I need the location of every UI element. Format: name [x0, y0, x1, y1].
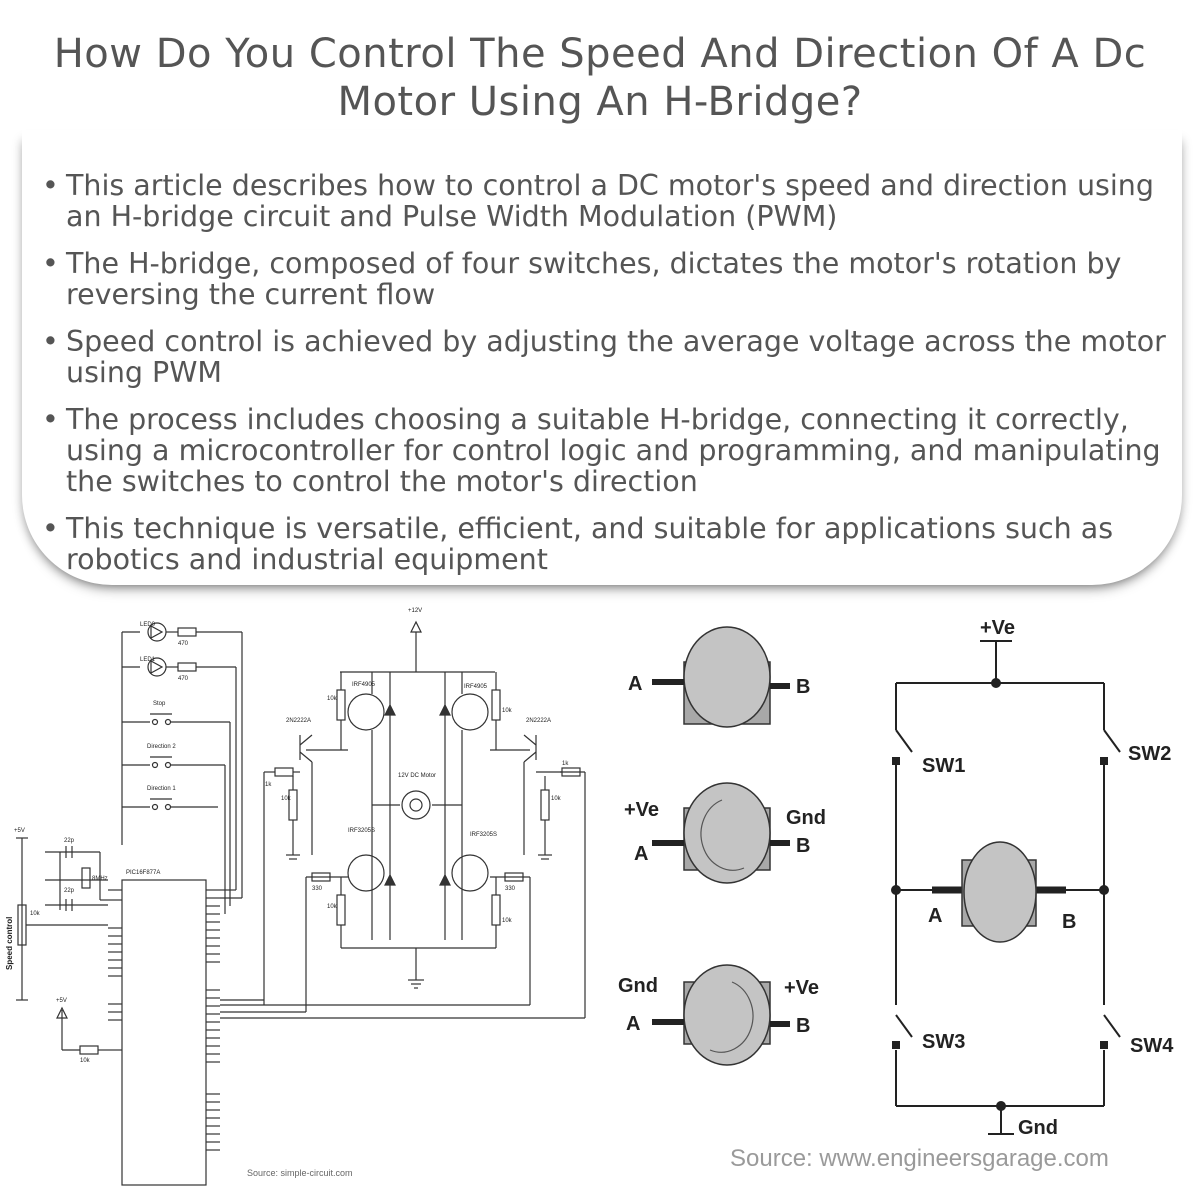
terminal-a-label: A: [628, 673, 642, 695]
switch-sw1: [892, 729, 913, 1005]
led-symbols: [147, 622, 167, 677]
motor-state-reverse: [652, 964, 790, 1066]
page-title: How Do You Control The Speed And Directi…: [53, 31, 1147, 125]
mosfet-p-right: [451, 693, 489, 731]
mcu-chip: [121, 879, 207, 1186]
figures-area: +12V 12V DC Motor PIC16F877A 8MHz +5V +5…: [5, 608, 1174, 1186]
resistor-330: [504, 872, 524, 882]
transistor-label: 2N2222A: [526, 718, 551, 724]
led-label: LED1: [140, 657, 156, 663]
switch-label-stop: Stop: [153, 701, 166, 707]
mosfet-label: IRF4905: [352, 682, 376, 688]
switch-label-sw1: SW1: [922, 755, 965, 777]
capacitor-value: 22p: [64, 888, 75, 894]
resistor-330: [311, 872, 331, 882]
bullet-item: The process includes choosing a suitable…: [42, 404, 1172, 497]
terminal-b-label: B: [796, 676, 810, 698]
mosfet-n-left: [347, 854, 385, 892]
switch-sw2: [1100, 729, 1121, 1005]
switch-sw4: [1100, 1014, 1121, 1106]
motor-states-diagram: A B +Ve A Gnd B Gnd A +Ve B: [618, 626, 826, 1066]
push-switches: [150, 713, 172, 811]
capacitor-value: 22p: [64, 838, 75, 844]
switch-label-sw3: SW3: [922, 1031, 965, 1053]
bridge-ground-label: Gnd: [1018, 1117, 1058, 1139]
switch-label-sw2: SW2: [1128, 743, 1171, 765]
motor-state-idle: [652, 626, 790, 728]
resistor-470: [177, 662, 197, 672]
terminal-a-label: A: [626, 1013, 640, 1035]
terminal-b-label: B: [796, 1015, 810, 1037]
resistor-value: 10k: [551, 796, 562, 802]
resistor-10k: [79, 1045, 99, 1055]
mosfet-p-left: [347, 693, 385, 731]
resistor-value: 470: [178, 641, 189, 647]
resistor-value: 1k: [265, 782, 272, 788]
dc-motor-symbol: [401, 790, 431, 820]
resistor-value: 10k: [327, 696, 338, 702]
image-source-label: Source: www.engineersgarage.com: [730, 1145, 1109, 1172]
resistor-10k: [491, 894, 501, 926]
mcu-right-pins: [206, 889, 220, 1151]
schematic-diagram: [16, 620, 586, 1186]
bridge-terminal-a: A: [928, 905, 942, 927]
bullet-item: Speed control is achieved by adjusting t…: [42, 326, 1172, 388]
mosfet-label: IRF3205S: [348, 828, 375, 834]
crystal-label: 8MHz: [92, 876, 108, 882]
schematic-labels: +12V 12V DC Motor PIC16F877A 8MHz +5V +5…: [5, 608, 569, 1178]
schematic-source: Source: simple-circuit.com: [247, 1168, 353, 1178]
motor-label: 12V DC Motor: [398, 773, 436, 779]
resistor-10k: [336, 689, 346, 721]
resistor-10k: [288, 789, 298, 821]
resistor-10k: [540, 789, 550, 821]
resistor-10k: [491, 689, 501, 721]
speed-control-label: Speed control: [5, 917, 14, 970]
ground-label: Gnd: [618, 975, 658, 997]
motor-state-labels: A B +Ve A Gnd B Gnd A +Ve B: [618, 673, 826, 1037]
terminal-b-label: B: [796, 835, 810, 857]
supply-label: +12V: [408, 608, 422, 614]
switch-sw3: [892, 1014, 913, 1106]
positive-label: +Ve: [784, 977, 819, 999]
motor-state-forward: [652, 782, 790, 884]
resistor-value: 10k: [281, 796, 292, 802]
resistor-470: [177, 627, 197, 637]
resistor-value: 1k: [562, 761, 569, 767]
resistor-value: 10k: [327, 904, 338, 910]
mcu-label: PIC16F877A: [126, 870, 160, 876]
vcc-label: +5V: [56, 998, 67, 1004]
resistor-value: 330: [505, 886, 516, 892]
transistor-label: 2N2222A: [286, 718, 311, 724]
led-label: LED0: [140, 622, 156, 628]
mosfet-label: IRF4905: [464, 684, 488, 690]
terminal-a-label: A: [634, 843, 648, 865]
mcu-left-pins: [108, 889, 122, 1051]
resistor-10k: [336, 894, 346, 926]
h-bridge-labels: +Ve Gnd A B SW1 SW2 SW3 SW4: [922, 617, 1174, 1139]
bullet-list: This article describes how to control a …: [42, 170, 1172, 591]
resistor-value: 10k: [502, 708, 513, 714]
positive-label: +Ve: [624, 799, 659, 821]
bridge-positive-label: +Ve: [980, 617, 1015, 639]
mosfet-label: IRF3205S: [470, 832, 497, 838]
supply-arrow: [410, 620, 422, 633]
switch-label-sw4: SW4: [1130, 1035, 1174, 1057]
h-bridge-diagram: [891, 640, 1121, 1135]
switch-label-direction-1: Direction 1: [147, 786, 176, 792]
mosfet-n-right: [451, 854, 489, 892]
bullet-item: The H-bridge, composed of four switches,…: [42, 248, 1172, 310]
resistor-value: 10k: [30, 911, 41, 917]
ground-label: Gnd: [786, 807, 826, 829]
crystal: [81, 867, 91, 889]
vcc-label: +5V: [14, 828, 25, 834]
bullet-item: This technique is versatile, efficient, …: [42, 513, 1172, 575]
resistor-value: 10k: [80, 1058, 91, 1064]
resistor-1k: [274, 767, 294, 777]
resistor-value: 10k: [502, 918, 513, 924]
switch-label-direction-2: Direction 2: [147, 744, 176, 750]
resistor-value: 330: [312, 886, 323, 892]
resistor-value: 470: [178, 676, 189, 682]
bridge-terminal-b: B: [1062, 911, 1076, 933]
bullet-item: This article describes how to control a …: [42, 170, 1172, 232]
